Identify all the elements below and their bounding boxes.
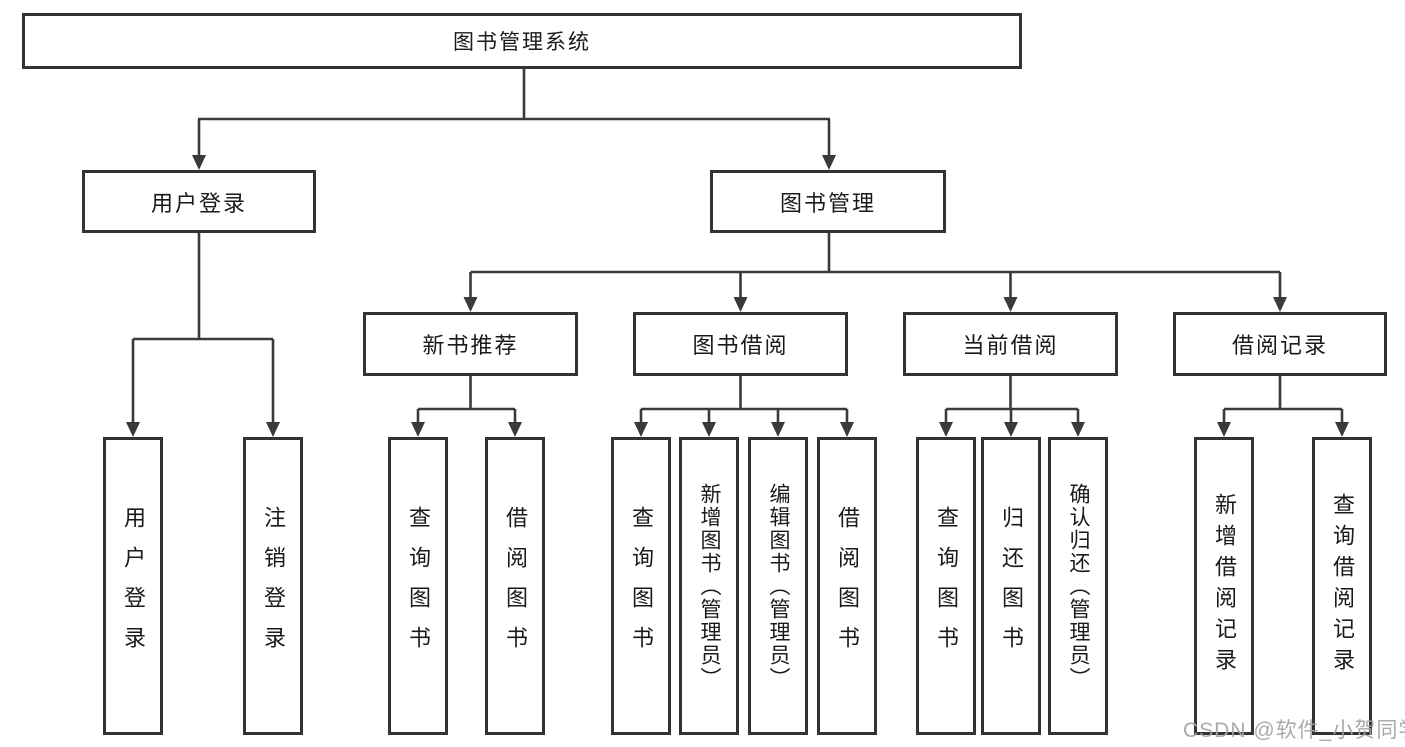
arrowhead-icon	[1004, 422, 1018, 437]
arrowhead-icon	[1217, 422, 1231, 437]
leaf-label: 用户登录	[121, 506, 146, 666]
leaf-label: 查询图书	[406, 506, 431, 666]
leaf-label: 编辑图书（管理员）	[767, 482, 790, 690]
arrowhead-icon	[771, 422, 785, 437]
arrowhead-icon	[733, 297, 748, 312]
arrowhead-icon	[192, 155, 206, 170]
csdn-watermark: CSDN @软件_小贺同学	[1183, 719, 1405, 742]
leaf-borrowing-query-books: 查询图书	[611, 437, 671, 735]
node-library-management-system: 图书管理系统	[22, 13, 1022, 69]
leaf-label: 借阅图书	[835, 506, 860, 666]
leaf-borrowing-borrow-books: 借阅图书	[817, 437, 877, 735]
arrowhead-icon	[1003, 297, 1018, 312]
leaf-label: 借阅图书	[503, 506, 528, 666]
leaf-current-query-books: 查询图书	[916, 437, 976, 735]
node-current-borrowing: 当前借阅	[903, 312, 1118, 376]
node-book-borrowing: 图书借阅	[633, 312, 848, 376]
arrowhead-icon	[1273, 297, 1287, 312]
leaf-label: 查询借阅记录	[1330, 493, 1355, 679]
leaf-label: 查询图书	[629, 506, 654, 666]
leaf-label: 确认归还（管理员）	[1067, 482, 1090, 690]
connector-new-book-group	[411, 376, 522, 437]
leaf-label: 查询图书	[934, 506, 959, 666]
arrowhead-icon	[126, 422, 140, 437]
leaf-current-confirm-return-admin: 确认归还（管理员）	[1048, 437, 1108, 735]
leaf-logout: 注销登录	[243, 437, 303, 735]
connector-borrow-records-group	[1217, 376, 1349, 437]
arrowhead-icon	[411, 422, 425, 437]
connector-current-borrow-group	[939, 376, 1085, 437]
arrowhead-icon	[266, 422, 280, 437]
leaf-label: 新增图书（管理员）	[698, 482, 721, 690]
arrowhead-icon	[939, 422, 953, 437]
node-new-book-recommend: 新书推荐	[363, 312, 578, 376]
arrowhead-icon	[840, 422, 854, 437]
node-book-management: 图书管理	[710, 170, 946, 233]
connector-user-login-branch	[126, 233, 280, 437]
arrowhead-icon	[1335, 422, 1349, 437]
leaf-user-login: 用户登录	[103, 437, 163, 735]
node-borrow-records: 借阅记录	[1173, 312, 1387, 376]
connector-root-to-level2	[192, 68, 836, 170]
connector-book-management-branch	[463, 233, 1287, 312]
leaf-label: 新增借阅记录	[1212, 493, 1237, 679]
arrowhead-icon	[634, 422, 648, 437]
arrowhead-icon	[822, 155, 836, 170]
leaf-records-add-borrow-record: 新增借阅记录	[1194, 437, 1254, 735]
arrowhead-icon	[508, 422, 522, 437]
leaf-borrowing-add-books-admin: 新增图书（管理员）	[679, 437, 739, 735]
arrowhead-icon	[463, 297, 478, 312]
leaf-label: 归还图书	[999, 506, 1024, 666]
leaf-borrowing-edit-books-admin: 编辑图书（管理员）	[748, 437, 808, 735]
leaf-records-query-borrow-record: 查询借阅记录	[1312, 437, 1372, 735]
node-user-login: 用户登录	[82, 170, 316, 233]
leaf-label: 注销登录	[261, 506, 286, 666]
leaf-newbook-query-books: 查询图书	[388, 437, 448, 735]
arrowhead-icon	[702, 422, 716, 437]
leaf-newbook-borrow-books: 借阅图书	[485, 437, 545, 735]
connector-book-borrow-group	[634, 376, 854, 437]
arrowhead-icon	[1071, 422, 1085, 437]
leaf-current-return-books: 归还图书	[981, 437, 1041, 735]
